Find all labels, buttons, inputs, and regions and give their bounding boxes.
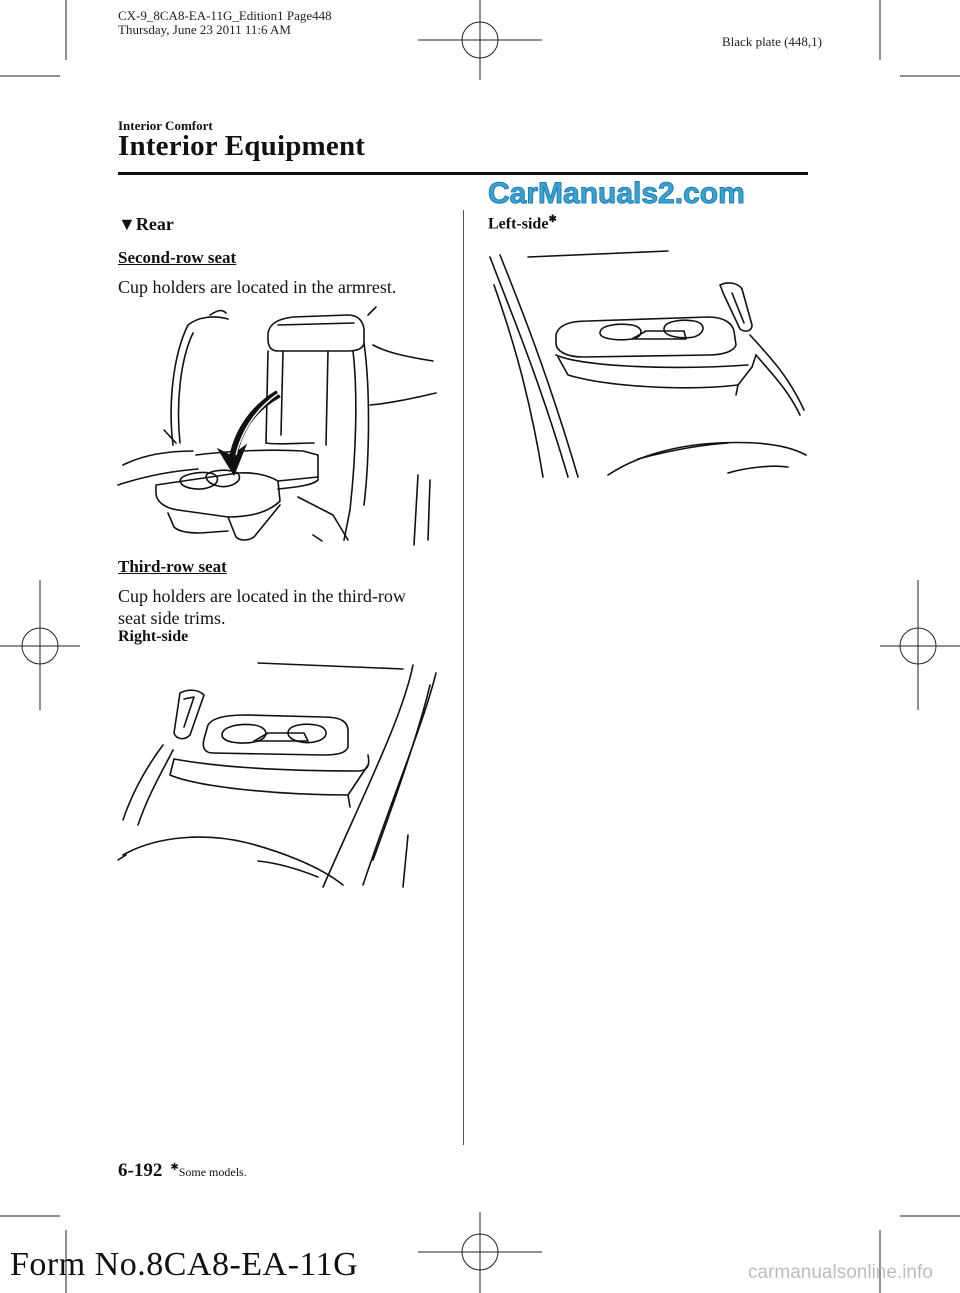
file-info-line1: CX-9_8CA8-EA-11G_Edition1 Page448 xyxy=(118,8,332,23)
site-watermark: carmanualsonline.info xyxy=(748,1262,933,1283)
form-number: Form No.8CA8-EA-11G xyxy=(10,1246,359,1283)
file-info-line2: Thursday, June 23 2011 11:6 AM xyxy=(118,22,291,37)
triangle-marker-icon: ▼ xyxy=(118,214,136,234)
rear-heading-text: Rear xyxy=(135,214,174,234)
footnote-text: Some models. xyxy=(178,1165,247,1179)
right-side-cup-holder-illustration xyxy=(117,662,437,888)
carmanuals2-watermark: CarManuals2.com xyxy=(488,177,746,211)
plate-label: Black plate (448,1) xyxy=(722,34,822,49)
third-row-heading: Third-row seat xyxy=(118,557,227,576)
page-title: Interior Equipment xyxy=(118,130,366,162)
armrest-cup-holder-illustration xyxy=(117,306,437,546)
title-rule xyxy=(118,172,808,175)
left-side-label: Left-side✱ xyxy=(488,214,557,233)
footnote-asterisk-icon: ✱ xyxy=(170,1161,179,1173)
second-row-text: Cup holders are located in the armrest. xyxy=(118,277,397,297)
rear-heading: ▼Rear xyxy=(118,214,174,235)
column-divider xyxy=(463,210,464,1145)
asterisk-icon: ✱ xyxy=(548,214,557,225)
section-category: Interior Comfort xyxy=(118,118,213,133)
third-row-text-line1: Cup holders are located in the third-row xyxy=(118,586,406,606)
page-number: 6-192 xyxy=(118,1160,163,1181)
third-row-text-line2: seat side trims. xyxy=(118,608,226,628)
right-side-label: Right-side xyxy=(118,628,189,645)
page-footer: 6-192 ✱Some models. xyxy=(118,1160,247,1182)
left-side-cup-holder-illustration xyxy=(489,250,807,478)
left-side-label-text: Left-side xyxy=(488,215,549,233)
second-row-heading: Second-row seat xyxy=(118,248,237,267)
